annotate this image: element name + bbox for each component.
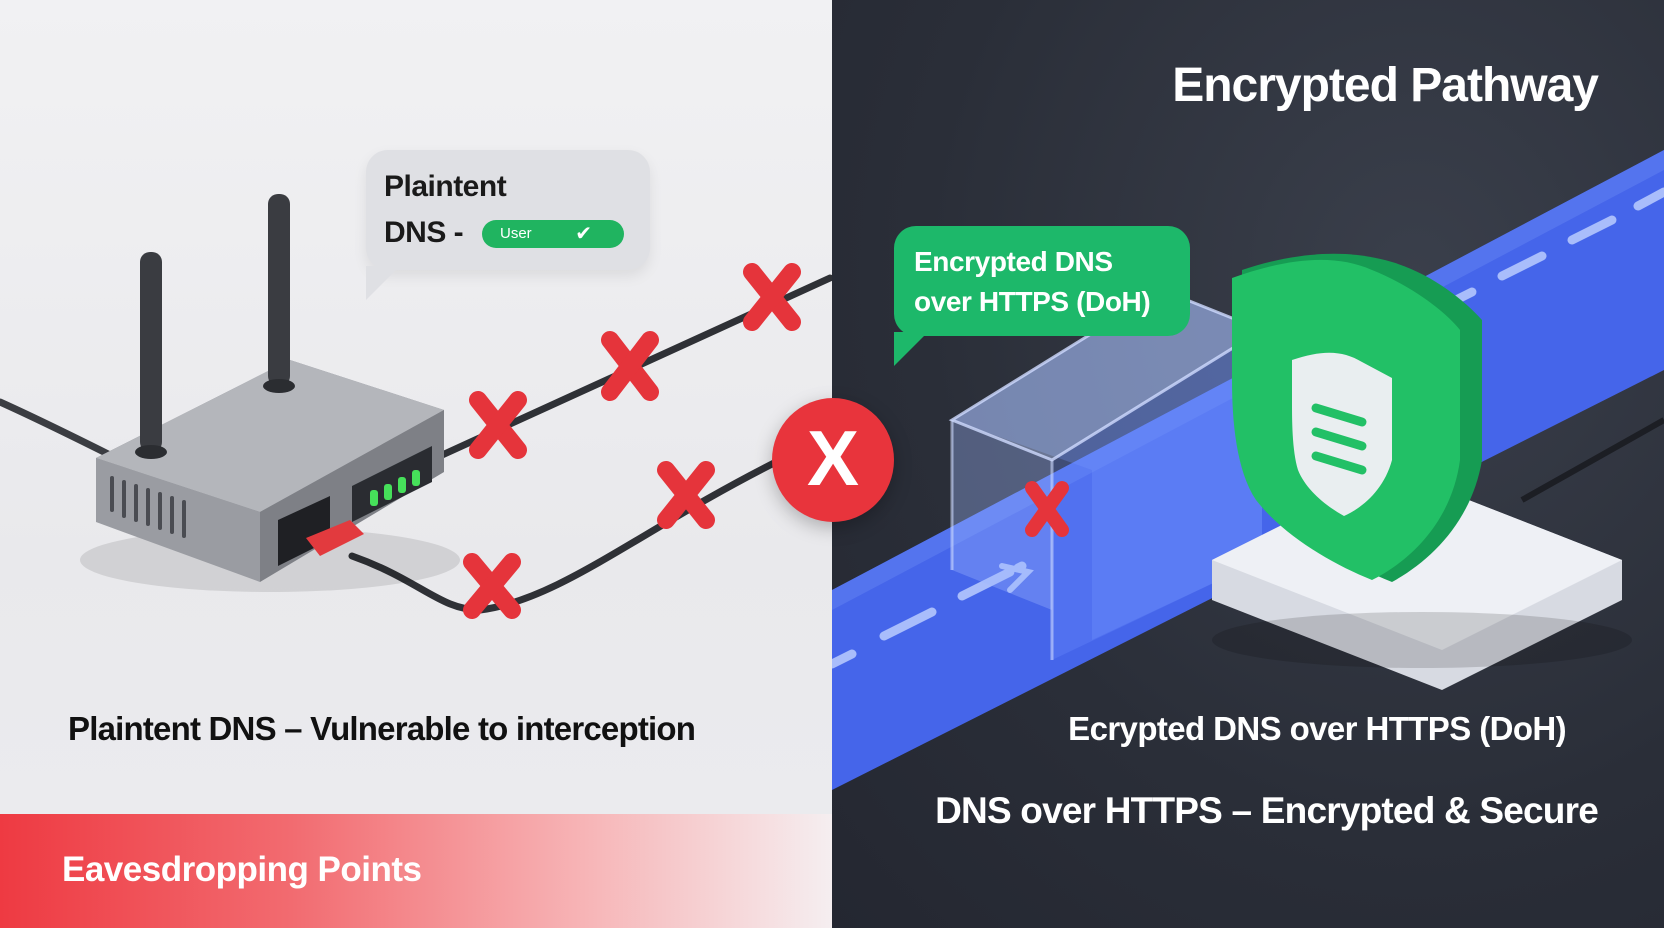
- user-pill-label: User: [500, 225, 532, 242]
- center-x-icon: X: [772, 398, 894, 522]
- red-x-icon: [1025, 481, 1069, 537]
- bubble-right-line-2: over HTTPS (DoH): [914, 286, 1151, 317]
- encrypted-dns-bubble: Encrypted DNS over HTTPS (DoH): [894, 226, 1190, 366]
- user-pill[interactable]: User ✔: [482, 220, 624, 248]
- chevron-down-icon: ✔: [575, 223, 592, 245]
- plaintext-panel: Plaintent DNS - User ✔ Plaintent DNS – V…: [0, 0, 832, 928]
- plaintext-caption: Plaintent DNS – Vulnerable to intercepti…: [68, 710, 696, 747]
- red-x-icon: [601, 331, 659, 401]
- encrypted-pathway-title: Encrypted Pathway: [1172, 59, 1599, 112]
- encrypted-panel: Encrypted Pathway Ecrypted DNS over HTTP…: [832, 0, 1664, 928]
- router-illustration: [0, 194, 801, 619]
- red-x-icon: [657, 461, 715, 529]
- bubble-line-2: DNS -: [384, 216, 464, 249]
- red-x-icon: [463, 553, 521, 619]
- eavesdropping-bar: Eavesdropping Points: [0, 814, 832, 928]
- plaintext-dns-bubble: Plaintent DNS - User ✔: [366, 150, 650, 300]
- bubble-right-line-1: Encrypted DNS: [914, 246, 1113, 277]
- router-icon: [96, 194, 444, 582]
- doh-caption: Ecrypted DNS over HTTPS (DoH): [1068, 710, 1566, 747]
- encrypted-illustration: [832, 150, 1664, 790]
- red-x-icon: [469, 391, 527, 459]
- eavesdropping-label: Eavesdropping Points: [62, 850, 422, 889]
- tunnel-icon: [948, 288, 1266, 660]
- red-x-icon: [743, 263, 801, 331]
- bubble-line-1: Plaintent: [384, 170, 507, 203]
- doh-secure-caption: DNS over HTTPS – Encrypted & Secure: [935, 790, 1599, 831]
- shield-icon: [1232, 253, 1482, 583]
